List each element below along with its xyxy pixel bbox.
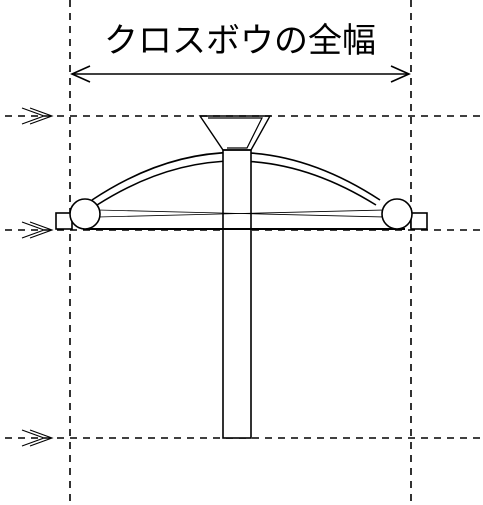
right-end-cap (410, 212, 428, 230)
vertical-guides (69, 0, 412, 505)
arrowhead-right-icon (390, 65, 411, 83)
double-chevron-icon (21, 221, 54, 239)
crossbow (55, 115, 428, 439)
right-pulley (381, 198, 413, 230)
crossbow-stirrup (198, 115, 272, 151)
diagram-title: クロスボウの全幅 (104, 21, 376, 61)
bow-strings (97, 209, 385, 218)
double-chevron-icon (21, 429, 54, 447)
arrowhead-left-icon (70, 65, 91, 83)
crossbow-stirrup-inner (208, 117, 263, 149)
width-dimension-arrow (70, 65, 411, 83)
left-pulley (69, 198, 101, 230)
double-chevron-icon (21, 107, 54, 125)
crossbow-stock (222, 149, 252, 439)
